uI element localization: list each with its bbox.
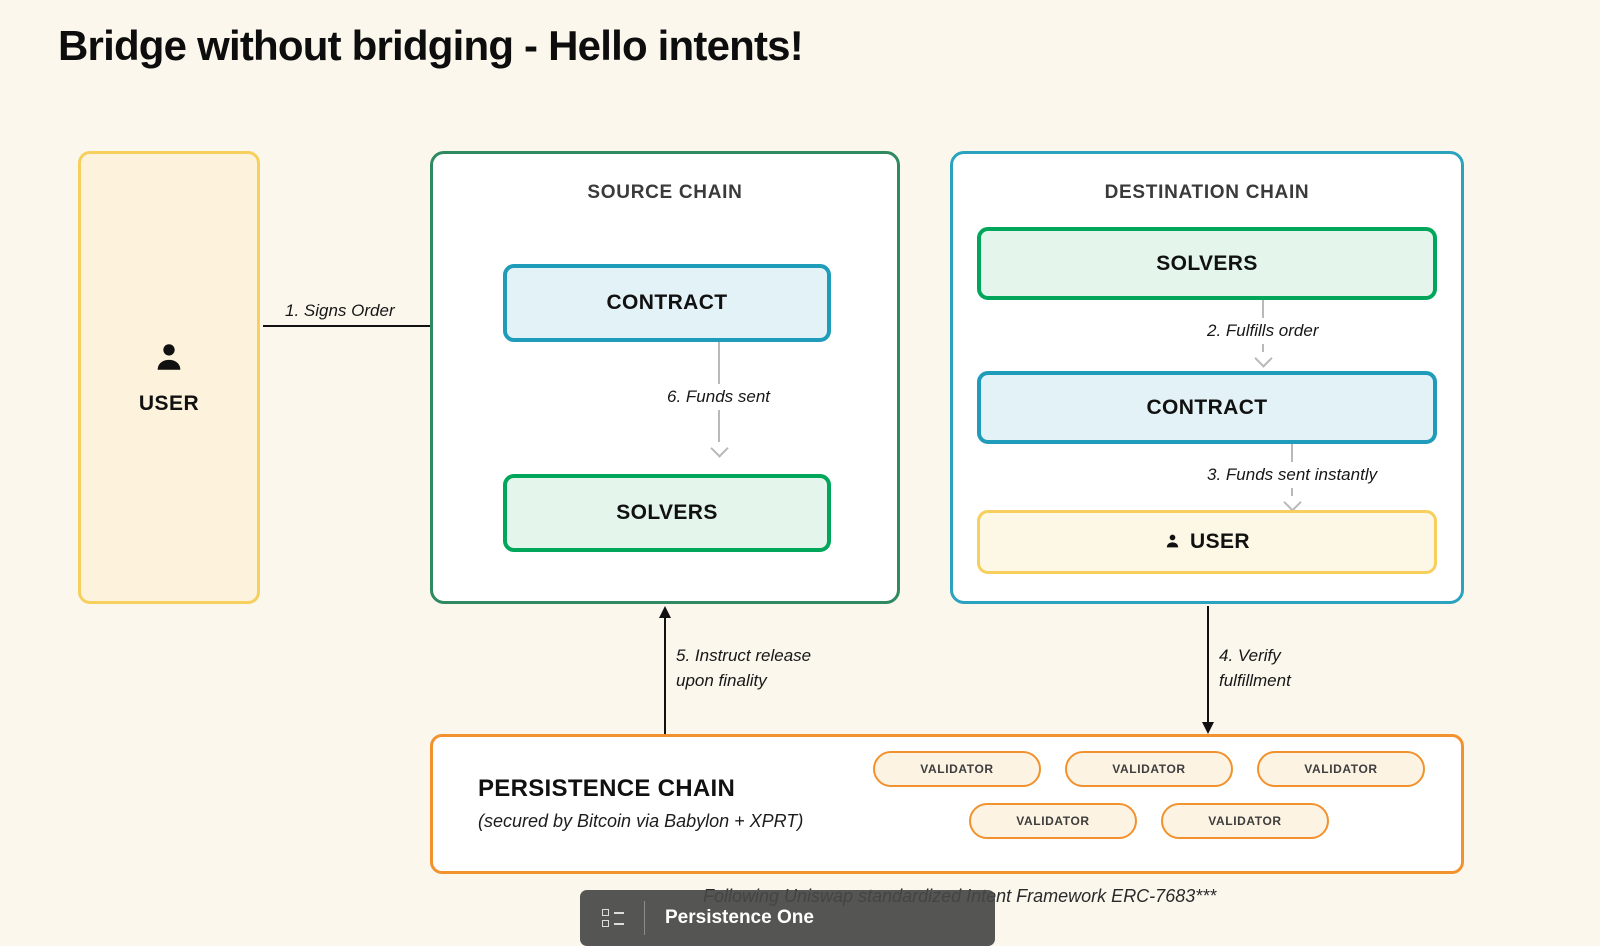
persistence-chain-name: PERSISTENCE CHAIN	[478, 775, 736, 802]
arrow-verify-fulfillment-label: 4. Verify fulfillment	[1219, 644, 1291, 693]
validator-row-2: VALIDATOR VALIDATOR	[873, 803, 1459, 839]
destination-contract-node[interactable]: CONTRACT	[977, 371, 1437, 444]
overlay-presenter-bar[interactable]: Persistence One	[580, 890, 995, 946]
page-title: Bridge without bridging - Hello intents!	[58, 22, 804, 69]
source-contract-label: CONTRACT	[606, 291, 728, 314]
arrow-instruct-release-label: 5. Instruct release upon finality	[676, 644, 811, 693]
connector-stem	[1261, 300, 1264, 318]
person-icon	[152, 339, 186, 382]
destination-user-node[interactable]: USER	[977, 510, 1437, 574]
source-solvers-label: SOLVERS	[616, 501, 718, 524]
arrow-line	[664, 614, 666, 734]
connector-stem-lower	[1261, 344, 1264, 352]
destination-chain-title: DESTINATION CHAIN	[1104, 182, 1310, 203]
overlay-divider	[644, 901, 645, 935]
source-solvers-node[interactable]: SOLVERS	[503, 474, 831, 552]
destination-contract-label: CONTRACT	[1146, 395, 1268, 419]
step-funds-instantly-label: 3. Funds sent instantly	[1207, 465, 1378, 484]
overlay-presenter-name: Persistence One	[665, 907, 814, 928]
label-line-1: 5. Instruct release	[676, 646, 812, 665]
validator-pill[interactable]: VALIDATOR	[873, 751, 1041, 787]
arrow-head-down-icon	[1202, 722, 1214, 734]
person-icon	[1164, 532, 1181, 553]
validator-pill[interactable]: VALIDATOR	[1065, 751, 1233, 787]
step-funds-sent-label: 6. Funds sent	[667, 387, 771, 406]
persistence-chain-text: PERSISTENCE CHAIN (secured by Bitcoin vi…	[478, 775, 803, 832]
persistence-chain-subtitle: (secured by Bitcoin via Babylon + XPRT)	[478, 811, 804, 831]
destination-solvers-node[interactable]: SOLVERS	[977, 227, 1437, 300]
source-chain-title: SOURCE CHAIN	[587, 182, 743, 203]
label-line-1: 4. Verify	[1219, 646, 1281, 665]
panel-destination-chain: DESTINATION CHAIN SOLVERS 2. Fulfills or…	[950, 151, 1464, 604]
step-fulfills-order-label: 2. Fulfills order	[1207, 321, 1319, 340]
connector-stem	[1291, 444, 1294, 462]
connector-funds-sent: 6. Funds sent	[667, 342, 770, 458]
connector-funds-sent-instantly: 3. Funds sent instantly	[1207, 444, 1377, 512]
validator-group: VALIDATOR VALIDATOR VALIDATOR VALIDATOR …	[873, 751, 1459, 839]
list-icon	[602, 909, 624, 927]
destination-solvers-label: SOLVERS	[1156, 251, 1258, 275]
validator-pill[interactable]: VALIDATOR	[1161, 803, 1329, 839]
arrow-head-up-icon	[659, 606, 671, 618]
connector-stem-lower	[717, 410, 720, 442]
label-line-2: fulfillment	[1219, 670, 1291, 690]
label-line-2: upon finality	[676, 670, 767, 690]
arrow-line	[1207, 606, 1209, 726]
connector-fulfills-order: 2. Fulfills order	[1207, 300, 1318, 368]
validator-pill[interactable]: VALIDATOR	[1257, 751, 1425, 787]
user-column-label: USER	[138, 392, 200, 415]
chevron-down-icon	[711, 442, 727, 458]
panel-persistence-chain: PERSISTENCE CHAIN (secured by Bitcoin vi…	[430, 734, 1464, 874]
arrow-line	[263, 325, 491, 327]
validator-pill[interactable]: VALIDATOR	[969, 803, 1137, 839]
arrow-signs-order-label: 1. Signs Order	[285, 301, 395, 320]
source-contract-node[interactable]: CONTRACT	[503, 264, 831, 342]
user-column: USER	[78, 151, 260, 604]
panel-source-chain: SOURCE CHAIN CONTRACT 6. Funds sent SOLV…	[430, 151, 900, 604]
validator-row-1: VALIDATOR VALIDATOR VALIDATOR	[873, 751, 1459, 787]
connector-stem	[717, 342, 720, 384]
destination-user-label: USER	[1190, 530, 1250, 553]
chevron-down-icon	[1255, 352, 1271, 368]
